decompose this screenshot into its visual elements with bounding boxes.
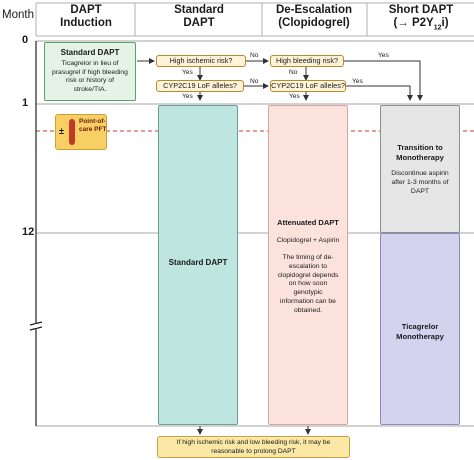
edge-label-q4-no: Yes <box>352 78 363 85</box>
transition-body: Discontinue aspirin after 1-3 months of … <box>391 170 449 195</box>
induction-box: Standard DAPT Ticagrelor in lieu of pras… <box>44 42 136 101</box>
question-cyp-alleles-2: CYP2C19 LoF alleles? <box>270 80 346 92</box>
axis-title: Month <box>2 9 34 21</box>
standard-dapt-box: Standard DAPT <box>158 105 238 425</box>
induction-body: Ticagrelor in lieu of prasugrel if high … <box>52 60 128 93</box>
column-header-standard: Standard DAPT <box>174 4 224 29</box>
prolong-dapt-text: If high ischemic risk and low bleeding r… <box>176 439 331 455</box>
question-bleeding-risk: High bleeding risk? <box>270 55 344 67</box>
induction-title: Standard DAPT <box>60 48 120 57</box>
arrow-q2-short <box>344 60 423 101</box>
transition-title: Transition to Monotherapy <box>396 143 444 162</box>
column-header-induction: DAPT Induction <box>60 4 112 29</box>
ticagrelor-mono-title: Ticagrelor Monotherapy <box>396 322 444 341</box>
question-cyp-alleles-1: CYP2C19 LoF alleles? <box>156 80 244 92</box>
blood-tube-icon <box>69 119 75 145</box>
prolong-dapt-note: If high ischemic risk and low bleeding r… <box>157 436 350 458</box>
axis-break <box>29 321 43 326</box>
edge-label-q3-yes: Yes <box>182 93 193 100</box>
transition-box: Transition to Monotherapy Discontinue as… <box>380 105 460 233</box>
column-header-deescalation: De-Escalation (Clopidogrel) <box>275 4 353 29</box>
edge-label-q1-yes: Yes <box>182 69 193 76</box>
column-header-short: Short DAPT (→ P2Y12i) <box>370 4 472 34</box>
question-ischemic-risk: High ischemic risk? <box>156 55 246 67</box>
edge-label-q2-no: No <box>289 69 298 76</box>
edge-label-q1-no: No <box>250 52 259 59</box>
ticagrelor-mono-box: Ticagrelor Monotherapy <box>380 233 460 425</box>
deescalation-title: Attenuated DAPT <box>277 218 339 227</box>
edge-label-q2-yes: Yes <box>378 52 389 59</box>
deescalation-box: Attenuated DAPT Clopidogrel + Aspirin Th… <box>268 105 348 425</box>
edge-label-q4-yes: Yes <box>289 93 300 100</box>
deescalation-body: The timing of de-escalation to clopidogr… <box>277 254 339 314</box>
pft-plus-minus: ± <box>59 126 64 136</box>
month-tick-0: 0 <box>22 34 29 46</box>
column-header-short-title: Short DAPT <box>388 4 454 16</box>
deescalation-subtitle: Clopidogrel + Aspirin <box>276 237 340 244</box>
month-tick-3: 12 <box>22 226 35 238</box>
standard-dapt-label: Standard DAPT <box>168 258 228 267</box>
column-header-short-sub: (→ P2Y12i) <box>393 17 449 32</box>
arrow-q4-short <box>346 85 413 101</box>
pft-label: Point-of-care PFT <box>79 118 107 133</box>
edge-label-q3-no: No <box>250 78 259 85</box>
pft-box: ± Point-of-care PFT <box>55 114 107 150</box>
month-tick-1: 1 <box>22 97 29 109</box>
